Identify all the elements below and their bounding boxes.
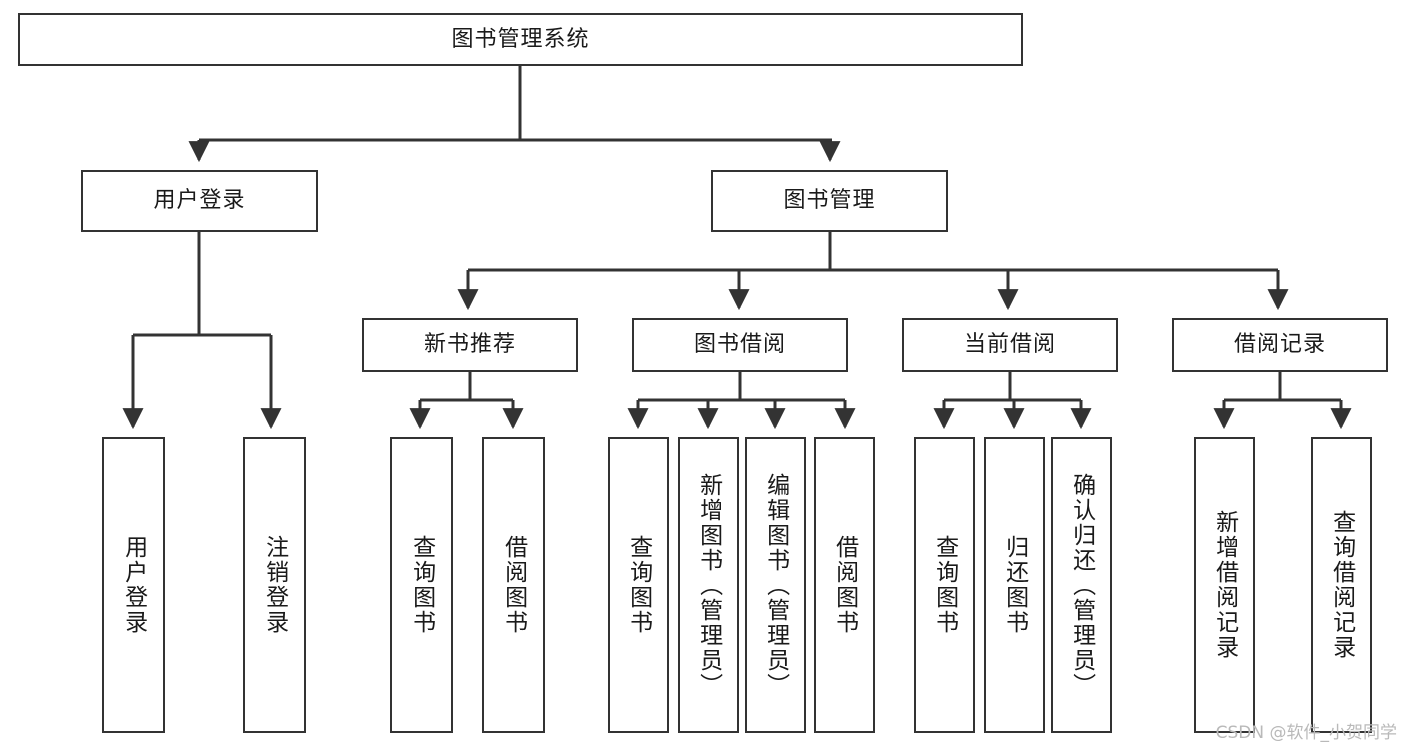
node-label: 图书借阅	[693, 332, 786, 357]
node-current-borrow[interactable]: 当前借阅	[902, 318, 1118, 372]
node-label: 借阅记录	[1233, 332, 1326, 357]
node-leaf-return-book[interactable]: 归还图书	[984, 437, 1045, 733]
node-label: 借阅图书	[500, 535, 527, 635]
node-book-borrow[interactable]: 图书借阅	[632, 318, 848, 372]
node-leaf-query-book-recommend[interactable]: 查询图书	[390, 437, 453, 733]
node-leaf-logout[interactable]: 注销登录	[243, 437, 306, 733]
node-label: 借阅图书	[831, 535, 858, 635]
node-label: 当前借阅	[963, 332, 1056, 357]
node-label: 新书推荐	[423, 332, 516, 357]
node-new-book-recommend[interactable]: 新书推荐	[362, 318, 578, 372]
node-leaf-query-book-current[interactable]: 查询图书	[914, 437, 975, 733]
node-leaf-add-borrow-record[interactable]: 新增借阅记录	[1194, 437, 1255, 733]
node-label: 用户登录	[153, 188, 246, 213]
node-label: 用户登录	[120, 535, 147, 635]
node-label: 确认归还（管理员）	[1068, 472, 1095, 698]
node-leaf-query-borrow-record[interactable]: 查询借阅记录	[1311, 437, 1372, 733]
node-label: 图书管理	[783, 188, 876, 213]
node-label: 注销登录	[261, 535, 288, 635]
node-leaf-borrow-book[interactable]: 借阅图书	[814, 437, 875, 733]
node-leaf-borrow-book-recommend[interactable]: 借阅图书	[482, 437, 545, 733]
node-leaf-confirm-return-admin[interactable]: 确认归还（管理员）	[1051, 437, 1112, 733]
node-label: 编辑图书（管理员）	[762, 472, 789, 698]
node-leaf-edit-book-admin[interactable]: 编辑图书（管理员）	[745, 437, 806, 733]
node-borrow-record[interactable]: 借阅记录	[1172, 318, 1388, 372]
node-label: 新增图书（管理员）	[695, 472, 722, 698]
node-root-system[interactable]: 图书管理系统	[18, 13, 1023, 66]
node-label: 新增借阅记录	[1211, 510, 1238, 660]
node-label: 图书管理系统	[451, 26, 590, 52]
node-label: 查询图书	[625, 535, 652, 635]
node-user-login[interactable]: 用户登录	[81, 170, 318, 232]
node-label: 归还图书	[1001, 535, 1028, 635]
node-label: 查询借阅记录	[1328, 510, 1355, 660]
node-leaf-user-login[interactable]: 用户登录	[102, 437, 165, 733]
node-leaf-query-book-borrow[interactable]: 查询图书	[608, 437, 669, 733]
node-label: 查询图书	[408, 535, 435, 635]
csdn-watermark: CSDN @软件_小贺同学	[1215, 723, 1397, 743]
node-label: 查询图书	[931, 535, 958, 635]
node-leaf-add-book-admin[interactable]: 新增图书（管理员）	[678, 437, 739, 733]
node-book-management[interactable]: 图书管理	[711, 170, 948, 232]
